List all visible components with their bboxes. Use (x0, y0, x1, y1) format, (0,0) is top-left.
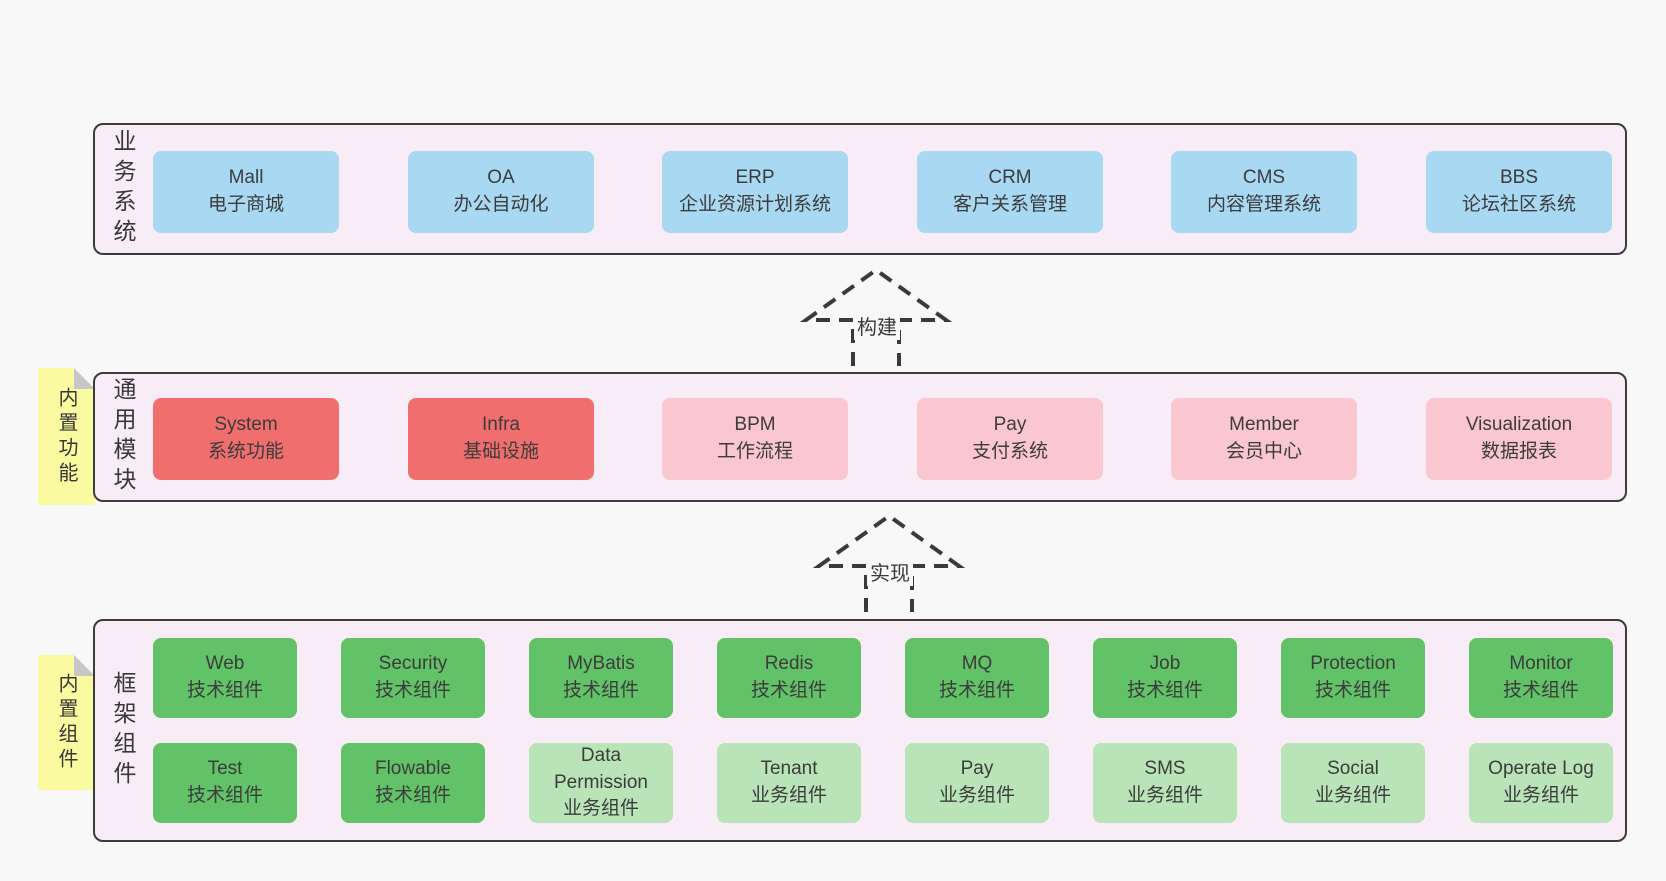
box-desc: 技术组件 (562, 680, 639, 701)
box-test: Test 技术组件 (153, 743, 297, 823)
note-fold-icon (74, 368, 95, 389)
box-desc: 支付系统 (971, 441, 1048, 462)
box-desc: 系统功能 (207, 441, 284, 462)
box-desc: 内容管理系统 (1206, 194, 1321, 215)
box-desc: 会员中心 (1225, 441, 1302, 462)
box-system: System 系统功能 (153, 398, 339, 480)
box-desc: 论坛社区系统 (1461, 194, 1576, 215)
box-operate-log: Operate Log 业务组件 (1469, 743, 1613, 823)
box-name: Monitor (1509, 653, 1573, 675)
box-name: Data Permission (554, 744, 648, 793)
box-name: MyBatis (567, 653, 635, 675)
box-tenant: Tenant 业务组件 (717, 743, 861, 823)
box-name: BBS (1499, 167, 1539, 189)
box-redis: Redis 技术组件 (717, 638, 861, 718)
box-name: Pay (993, 414, 1027, 436)
box-name: Job (1149, 653, 1181, 675)
box-desc: 技术组件 (938, 680, 1015, 701)
box-security: Security 技术组件 (341, 638, 485, 718)
box-name: Mall (228, 167, 264, 189)
box-name: System (214, 414, 278, 436)
box-erp: ERP 企业资源计划系统 (662, 151, 848, 233)
box-mq: MQ 技术组件 (905, 638, 1049, 718)
box-data-permission: Data Permission 业务组件 (529, 743, 673, 823)
box-name: Member (1229, 414, 1299, 436)
box-desc: 办公自动化 (453, 194, 549, 215)
box-name: Pay (960, 758, 994, 780)
box-name: MQ (961, 653, 993, 675)
band-label-common-modules: 通用模块 (110, 377, 136, 497)
box-desc: 技术组件 (374, 785, 451, 806)
box-pay-component: Pay 业务组件 (905, 743, 1049, 823)
band-label-business-systems: 业务系统 (110, 129, 136, 249)
box-desc: 技术组件 (1314, 680, 1391, 701)
box-name: Flowable (374, 758, 452, 780)
box-mybatis: MyBatis 技术组件 (529, 638, 673, 718)
box-name: BPM (734, 414, 776, 436)
box-desc: 业务组件 (1126, 785, 1203, 806)
box-monitor: Monitor 技术组件 (1469, 638, 1613, 718)
box-desc: 业务组件 (1502, 785, 1579, 806)
box-member: Member 会员中心 (1171, 398, 1357, 480)
sticky-note-builtin-components: 内置组件 (38, 655, 95, 790)
box-name: Infra (481, 414, 521, 436)
box-mall: Mall 电子商城 (153, 151, 339, 233)
box-social: Social 业务组件 (1281, 743, 1425, 823)
box-name: CMS (1242, 167, 1286, 189)
box-desc: 技术组件 (374, 680, 451, 701)
box-desc: 业务组件 (562, 798, 639, 820)
box-desc: 电子商城 (207, 194, 284, 215)
box-desc: 技术组件 (750, 680, 827, 701)
sticky-note-label: 内置功能 (55, 386, 77, 487)
box-visualization: Visualization 数据报表 (1426, 398, 1612, 480)
box-desc: 技术组件 (1502, 680, 1579, 701)
box-desc: 数据报表 (1480, 441, 1557, 462)
box-web: Web 技术组件 (153, 638, 297, 718)
box-name: OA (487, 167, 515, 189)
box-bpm: BPM 工作流程 (662, 398, 848, 480)
band-label-framework-components: 框架组件 (110, 670, 136, 791)
box-name: Web (205, 653, 245, 675)
business-systems-band: 业务系统 Mall 电子商城 OA 办公自动化 ERP 企业资源计划系统 CRM… (93, 123, 1627, 255)
box-sms: SMS 业务组件 (1093, 743, 1237, 823)
box-desc: 基础设施 (462, 441, 539, 462)
box-desc: 技术组件 (186, 680, 263, 701)
box-name: Protection (1310, 653, 1396, 675)
box-job: Job 技术组件 (1093, 638, 1237, 718)
box-desc: 客户关系管理 (952, 194, 1067, 215)
box-cms: CMS 内容管理系统 (1171, 151, 1357, 233)
box-flowable: Flowable 技术组件 (341, 743, 485, 823)
box-oa: OA 办公自动化 (408, 151, 594, 233)
box-name: ERP (735, 167, 775, 189)
box-desc: 技术组件 (186, 785, 263, 806)
note-fold-icon (74, 655, 95, 676)
box-name: Test (207, 758, 243, 780)
framework-components-band: 框架组件 Web 技术组件 Security 技术组件 MyBatis 技术组件… (93, 619, 1627, 842)
box-desc: 企业资源计划系统 (678, 194, 831, 215)
implement-arrow-label: 实现 (867, 557, 913, 586)
box-protection: Protection 技术组件 (1281, 638, 1425, 718)
sticky-note-label: 内置组件 (55, 672, 77, 773)
box-name: Social (1327, 758, 1379, 780)
box-name: Redis (764, 653, 814, 675)
box-name: Tenant (760, 758, 818, 780)
box-infra: Infra 基础设施 (408, 398, 594, 480)
build-arrow-label: 构建 (854, 311, 900, 340)
box-desc: 业务组件 (750, 785, 827, 806)
box-name: Operate Log (1488, 758, 1594, 780)
box-desc: 工作流程 (716, 441, 793, 462)
common-modules-band: 通用模块 System 系统功能 Infra 基础设施 BPM 工作流程 Pay… (93, 372, 1627, 502)
box-desc: 技术组件 (1126, 680, 1203, 701)
box-name: Security (378, 653, 448, 675)
box-desc: 业务组件 (938, 785, 1015, 806)
box-name: Visualization (1465, 414, 1573, 436)
box-crm: CRM 客户关系管理 (917, 151, 1103, 233)
sticky-note-builtin-features: 内置功能 (38, 368, 95, 505)
box-name: CRM (988, 167, 1032, 189)
box-pay-module: Pay 支付系统 (917, 398, 1103, 480)
box-name: SMS (1144, 758, 1186, 780)
box-bbs: BBS 论坛社区系统 (1426, 151, 1612, 233)
box-desc: 业务组件 (1314, 785, 1391, 806)
